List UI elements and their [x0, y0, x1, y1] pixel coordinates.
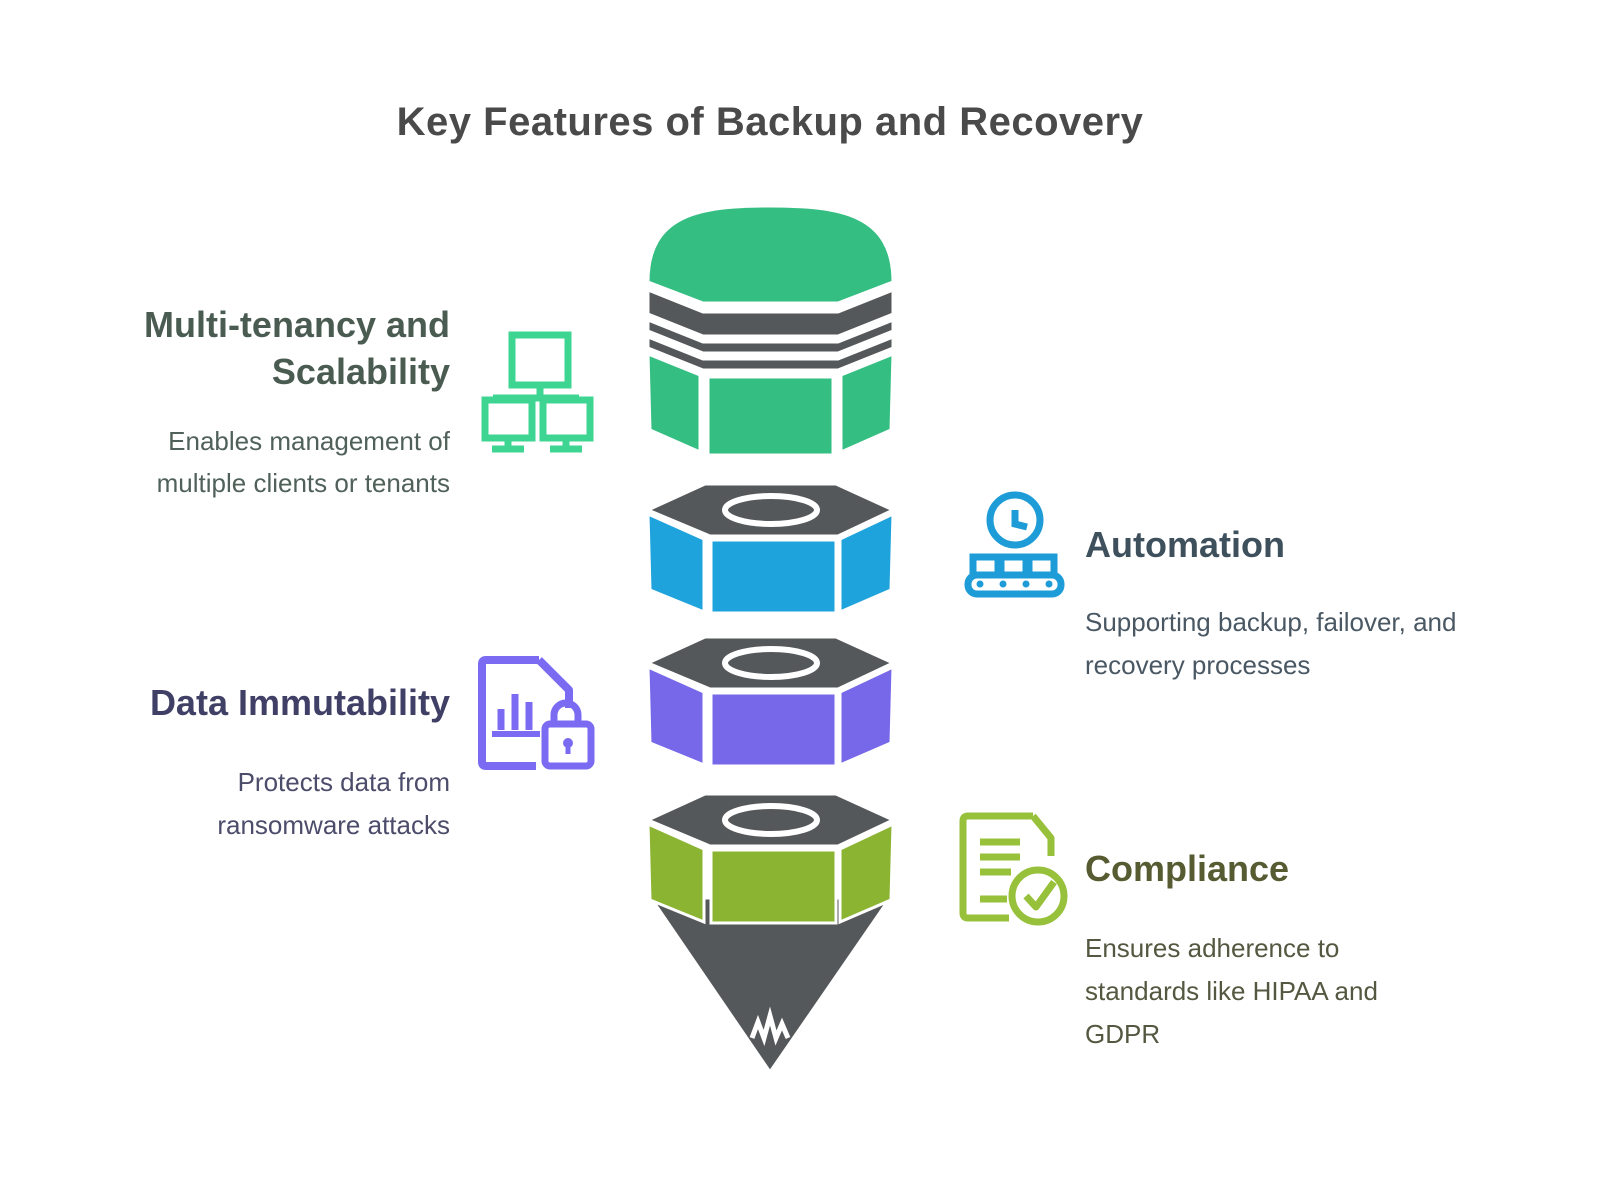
section-multi-tenancy: Multi-tenancy and Scalability Enables ma… — [70, 302, 450, 505]
data-immutability-heading: Data Immutability — [149, 682, 450, 723]
document-check-icon — [923, 786, 1073, 931]
automation-description: Supporting backup, failover, and recover… — [1085, 606, 1457, 680]
multi-tenancy-description: Enables management of multiple clients o… — [156, 425, 450, 499]
section-data-immutability: Data Immutability Protects data from ran… — [30, 680, 450, 847]
backup-funnel-graphic — [560, 204, 980, 1075]
network-icon — [465, 318, 605, 458]
hex-nut-purple — [648, 637, 893, 766]
multi-tenancy-heading: Multi-tenancy and Scalability — [143, 304, 450, 392]
database-top-layer — [646, 204, 895, 457]
section-automation: Automation Supporting backup, failover, … — [1085, 522, 1505, 687]
page-title: Key Features of Backup and Recovery — [396, 100, 1144, 144]
hex-nut-blue — [648, 484, 893, 613]
data-immutability-description: Protects data from ransomware attacks — [217, 766, 450, 840]
automation-icon — [943, 472, 1073, 602]
document-lock-icon — [462, 628, 602, 778]
compliance-heading: Compliance — [1085, 848, 1290, 889]
hex-nut-olive — [648, 794, 893, 923]
section-compliance: Compliance Ensures adherence to standard… — [1085, 846, 1505, 1055]
automation-heading: Automation — [1085, 524, 1285, 565]
compliance-description: Ensures adherence to standards like HIPA… — [1085, 932, 1378, 1049]
